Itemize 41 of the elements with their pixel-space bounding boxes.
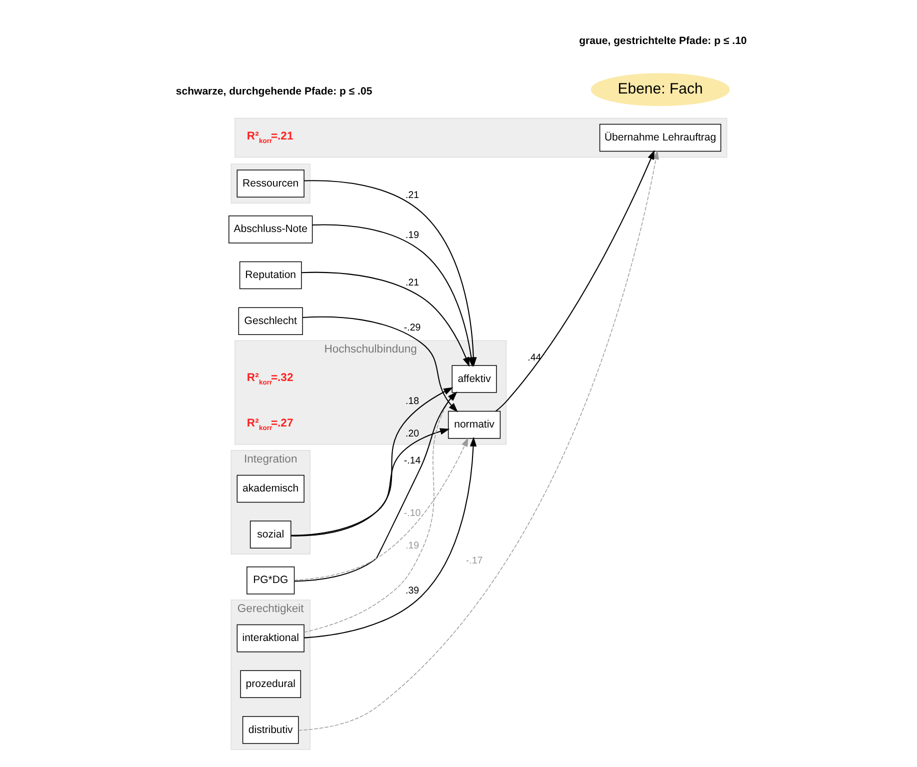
edge-label: .18 bbox=[405, 396, 420, 408]
arrow bbox=[301, 272, 470, 367]
node-box: Reputation bbox=[239, 261, 302, 290]
edge-label: -.17 bbox=[466, 555, 483, 566]
label: R²$_{korr}$=.27 bbox=[246, 418, 294, 432]
edge-label: .20 bbox=[405, 428, 420, 440]
cluster bbox=[234, 118, 728, 158]
legend-label: schwarze, durchgehende Pfade: p ≤ .05 bbox=[176, 85, 372, 98]
arrow bbox=[290, 428, 450, 536]
node-box: affektiv bbox=[452, 365, 497, 393]
arrow bbox=[312, 224, 475, 367]
node-box: sozial bbox=[250, 520, 292, 548]
node-box: Abschluss-Note bbox=[228, 216, 313, 244]
edge-label: .39 bbox=[405, 585, 420, 596]
edge-label: -.29 bbox=[404, 322, 421, 334]
arrow bbox=[496, 150, 655, 412]
node-box: normativ bbox=[448, 410, 501, 439]
node-box: akademisch bbox=[236, 474, 304, 503]
node-box: interaktional bbox=[236, 624, 304, 652]
label: R²$_{korr}$=.32 bbox=[246, 372, 294, 386]
edge-label: .19 bbox=[405, 540, 420, 552]
node-box: prozedural bbox=[240, 670, 302, 698]
edge-label: .19 bbox=[405, 230, 420, 241]
node-box: Ressourcen bbox=[236, 170, 304, 198]
node-box: distributiv bbox=[242, 716, 299, 744]
legend-label: graue, gestrichtelte Pfade: p ≤ .10 bbox=[579, 34, 747, 47]
edge-label: -.14 bbox=[404, 455, 421, 466]
edge-label: .44 bbox=[528, 352, 542, 364]
node-box: PG*DG bbox=[246, 566, 295, 594]
label: R²$_{korr}$=.21 bbox=[246, 130, 294, 146]
edge-label: .21 bbox=[405, 190, 420, 202]
arrow bbox=[304, 436, 477, 638]
arrow bbox=[294, 437, 468, 581]
node-ellipse: Ebene: Fach bbox=[590, 73, 730, 106]
node-box: Geschlecht bbox=[238, 307, 303, 336]
edge-label: -.10 bbox=[404, 508, 421, 520]
arrow bbox=[291, 387, 454, 536]
cluster bbox=[230, 164, 310, 204]
node-box: Übernahme Lehrauftrag bbox=[599, 124, 722, 152]
edge-label: .21 bbox=[405, 277, 420, 288]
arrow bbox=[298, 150, 659, 731]
